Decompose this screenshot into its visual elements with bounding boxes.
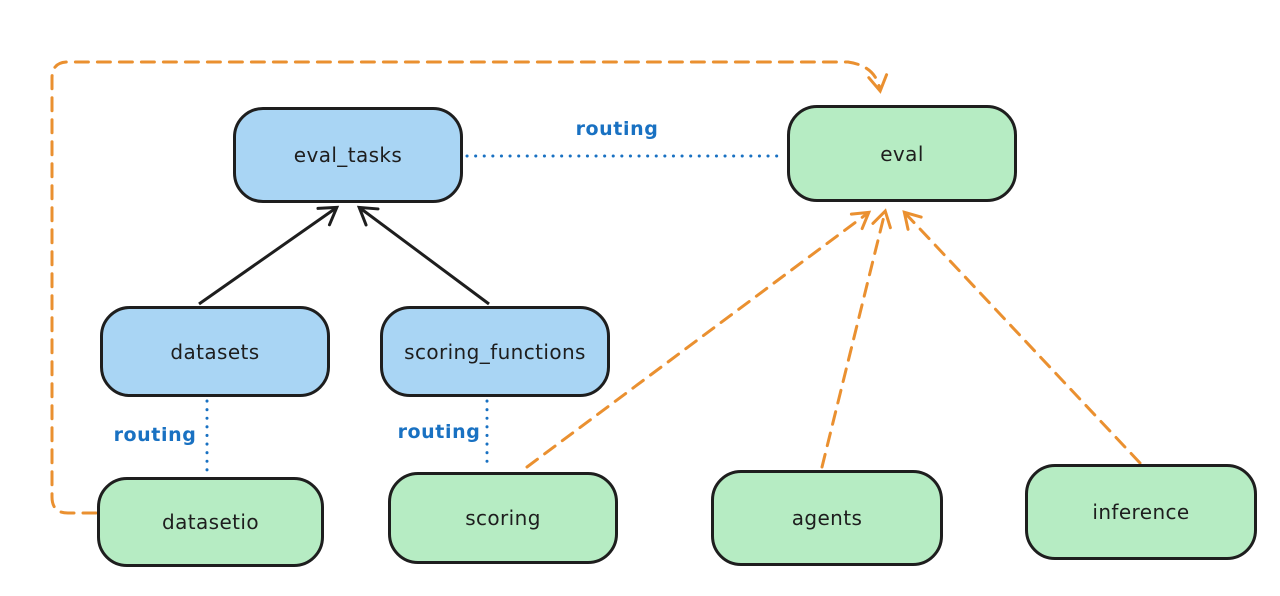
edge-datasets-to-eval-tasks (198, 205, 340, 306)
node-scoring-functions-label: scoring_functions (404, 339, 586, 364)
node-scoring-functions: scoring_functions (380, 306, 610, 397)
node-eval-tasks: eval_tasks (233, 107, 463, 203)
node-inference: inference (1025, 464, 1257, 560)
edge-inference-to-eval (902, 210, 1142, 465)
node-datasets: datasets (100, 306, 330, 397)
node-datasetio: datasetio (97, 477, 324, 567)
node-inference-label: inference (1092, 500, 1190, 524)
node-scoring: scoring (388, 472, 618, 564)
routing-label-datasets-datasetio: routing (113, 424, 197, 446)
node-scoring-label: scoring (465, 506, 541, 530)
node-agents-label: agents (791, 506, 863, 530)
routing-label-scoring-functions-scoring: routing (397, 421, 481, 443)
node-datasets-label: datasets (170, 339, 260, 364)
node-datasetio-label: datasetio (161, 510, 259, 534)
edge-scoring-functions-to-eval-tasks (356, 205, 490, 306)
routing-label-eval-tasks-eval: routing (575, 118, 659, 140)
edge-scoring-to-eval (525, 210, 872, 469)
node-eval-tasks-label: eval_tasks (293, 143, 403, 167)
edge-agents-to-eval (820, 208, 892, 469)
edge-datasetio-to-eval (50, 60, 889, 515)
node-eval: eval (787, 105, 1017, 202)
node-eval-label: eval (880, 141, 924, 166)
node-agents: agents (711, 470, 943, 566)
